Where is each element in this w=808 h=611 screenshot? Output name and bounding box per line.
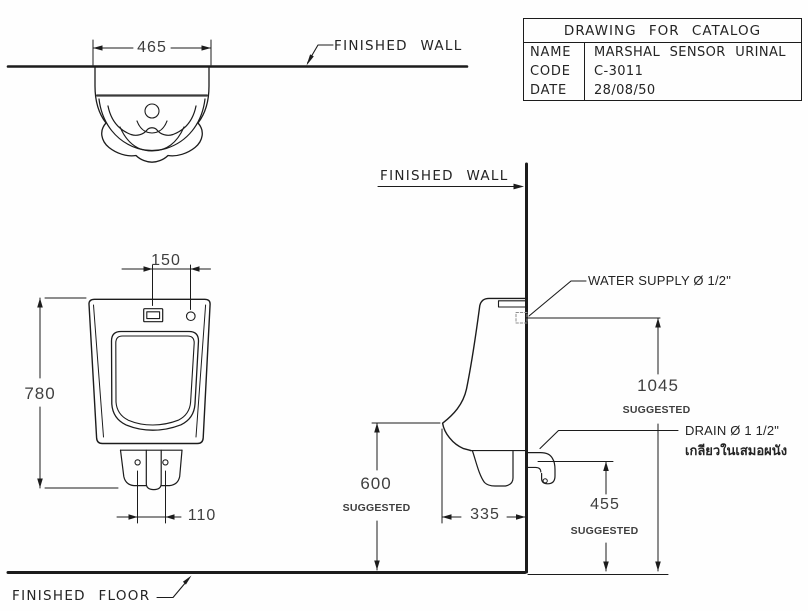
title-block: DRAWING FOR CATALOG NAME MARSHAL SENSOR … bbox=[523, 18, 802, 101]
top-view-bowl-arc bbox=[119, 126, 185, 152]
top-view-rim-curve bbox=[98, 98, 206, 151]
suggested-label-455: SUGGESTED bbox=[570, 525, 639, 537]
dim-150-lines bbox=[121, 264, 211, 310]
front-bowl-inner bbox=[115, 335, 195, 426]
dim-150-text: 150 bbox=[151, 252, 181, 269]
finished-floor-label: FINISHED FLOOR bbox=[12, 588, 151, 604]
side-profile bbox=[441, 297, 527, 452]
drain-note-thai: เกลียวในเสมอผนัง bbox=[685, 444, 788, 459]
top-view-outline bbox=[94, 66, 210, 163]
sensor-window-inner bbox=[146, 311, 161, 320]
title-block-row-name: NAME MARSHAL SENSOR URINAL bbox=[524, 43, 801, 63]
dim-455-text: 455 bbox=[590, 496, 620, 513]
drain-leader bbox=[539, 429, 679, 450]
floor-leader-arrowhead bbox=[182, 575, 192, 585]
title-block-label: DATE bbox=[524, 81, 585, 101]
top-view-inner-arc bbox=[136, 120, 168, 134]
side-trap-outline bbox=[471, 450, 514, 487]
dim-1045-lines bbox=[525, 317, 661, 572]
front-body-inner-left bbox=[93, 304, 104, 438]
leader-arrowhead bbox=[306, 54, 314, 66]
title-block-value: MARSHAL SENSOR URINAL bbox=[594, 45, 786, 61]
dim-335-text: 335 bbox=[470, 506, 500, 523]
dim-110-text: 110 bbox=[187, 507, 217, 524]
title-block-label: NAME bbox=[524, 43, 585, 63]
dim-600-lines bbox=[371, 422, 441, 571]
side-view bbox=[6, 162, 679, 599]
top-view-lip-curve bbox=[107, 105, 197, 136]
title-block-row-date: DATE 28/08/50 bbox=[524, 81, 801, 101]
title-block-value: 28/08/50 bbox=[594, 83, 656, 99]
finished-wall-leader bbox=[306, 44, 334, 64]
dim-110-lines bbox=[116, 470, 182, 524]
drain-label: DRAIN Ø 1 1/2" bbox=[685, 423, 780, 438]
water-supply-label: WATER SUPPLY Ø 1/2" bbox=[588, 273, 732, 288]
front-supply-hole bbox=[185, 311, 196, 322]
title-block-row-code: CODE C-3011 bbox=[524, 62, 801, 82]
suggested-label-600: SUGGESTED bbox=[342, 502, 411, 514]
finished-wall-label-top: FINISHED WALL bbox=[334, 38, 463, 54]
dim-780-text: 780 bbox=[24, 384, 56, 403]
drain-spout-tip bbox=[542, 478, 548, 484]
suggested-label-1045: SUGGESTED bbox=[622, 404, 691, 416]
mounting-hole-right bbox=[162, 459, 169, 466]
finished-wall-label-side: FINISHED WALL bbox=[380, 168, 509, 184]
dim-600-text: 600 bbox=[360, 474, 392, 493]
title-block-label: CODE bbox=[524, 62, 585, 82]
top-view bbox=[6, 39, 469, 163]
water-supply-leader bbox=[528, 280, 587, 317]
top-view-sensor-dome bbox=[144, 103, 160, 119]
dim-465-lines bbox=[92, 39, 212, 66]
drain-spout-inner bbox=[527, 466, 542, 473]
dim-780-lines bbox=[37, 297, 119, 489]
drain-spout-outer bbox=[527, 452, 556, 485]
finished-wall-side-leader bbox=[377, 183, 524, 190]
front-body-inner-right bbox=[195, 304, 207, 438]
title-block-value: C-3011 bbox=[594, 64, 644, 80]
finished-floor-leader bbox=[156, 577, 190, 599]
water-supply-fitting bbox=[515, 312, 528, 324]
front-body-outline bbox=[88, 298, 211, 445]
sensor-window-outer bbox=[143, 308, 164, 323]
side-spreader-detail bbox=[497, 300, 527, 308]
outlet-spigot bbox=[145, 449, 162, 491]
front-view bbox=[37, 264, 211, 524]
title-block-title: DRAWING FOR CATALOG bbox=[524, 19, 801, 43]
dim-465-text: 465 bbox=[137, 39, 167, 56]
dim-455-lines bbox=[537, 461, 614, 572]
dim-335-lines bbox=[441, 428, 526, 524]
front-bowl-outer bbox=[110, 330, 200, 431]
bracket-outline bbox=[119, 449, 183, 487]
dim-1045-text: 1045 bbox=[637, 376, 679, 395]
mounting-hole-left bbox=[134, 459, 141, 466]
